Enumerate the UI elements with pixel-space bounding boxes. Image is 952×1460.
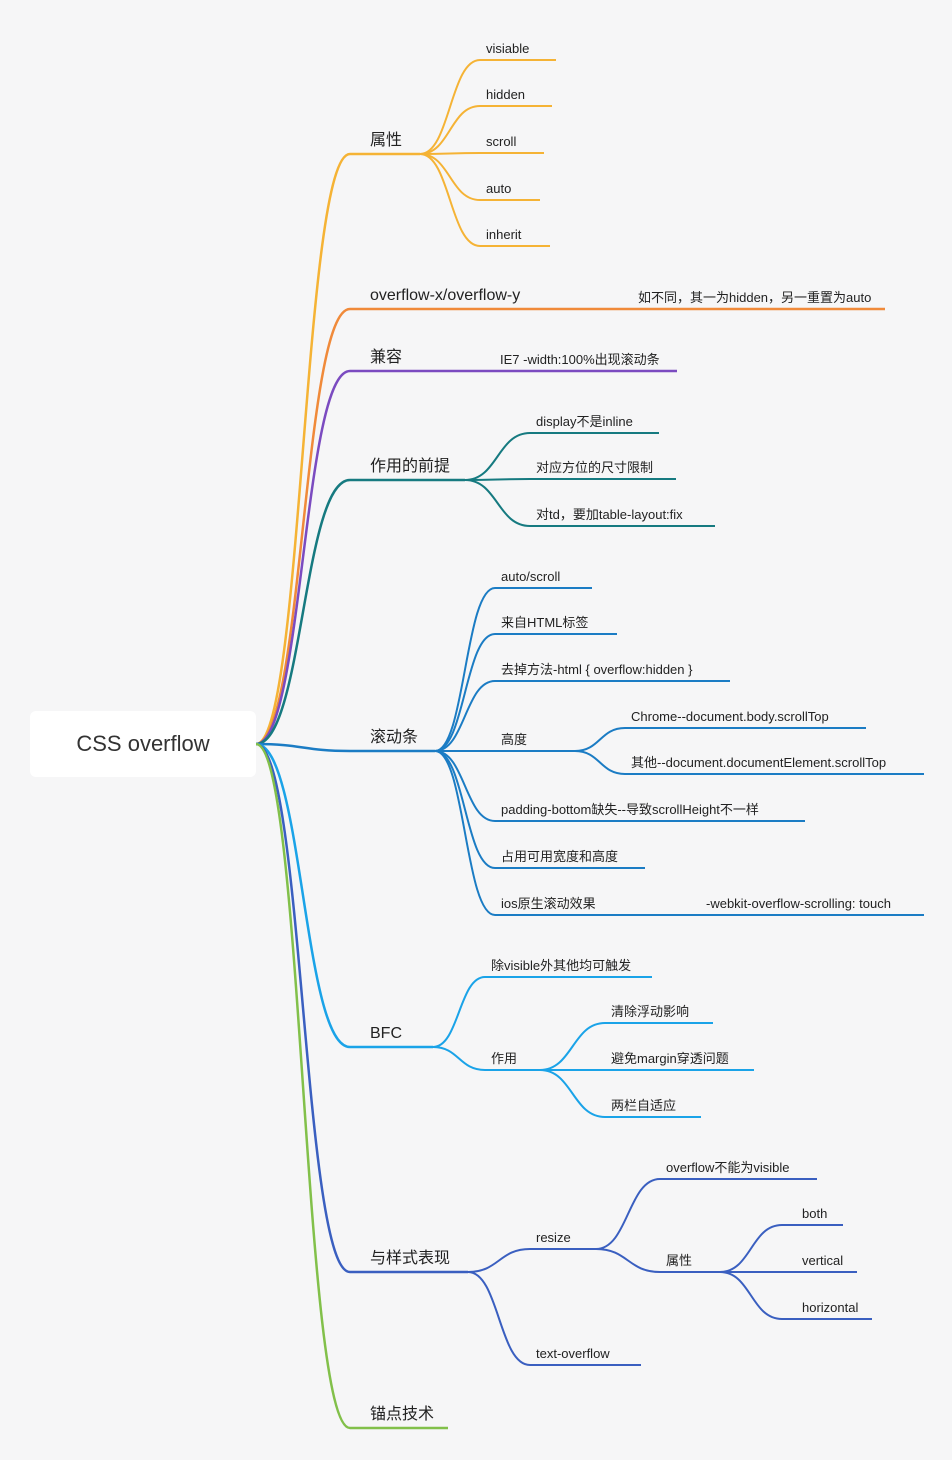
sub3-connector-b6-2 [539,1022,606,1071]
root-node[interactable]: CSS overflow [30,711,256,777]
sub4-label-b7-4[interactable]: vertical [802,1253,844,1268]
sub-label-b5-2[interactable]: 去掉方法-html { overflow:hidden } [501,662,693,677]
branch-label-b2[interactable]: overflow-x/overflow-y [370,287,521,304]
branch-label-b5[interactable]: 滚动条 [370,729,419,746]
sub-label-b6-0[interactable]: 除visible外其他均可触发 [491,958,632,973]
sub-label-b5-6[interactable]: padding-bottom缺失--导致scrollHeight不一样 [501,802,759,817]
sub4-connector-b7-5 [719,1271,783,1320]
sub-label-b1-0[interactable]: visiable [486,41,530,56]
sub-label-b1-1[interactable]: hidden [486,87,526,102]
sub-connector-b7-0 [467,1248,531,1273]
sub-label-b5-7[interactable]: 占用可用宽度和高度 [501,849,619,864]
sub-connector-b4-2 [464,479,531,527]
sub-label-b4-1[interactable]: 对应方位的尺寸限制 [536,460,654,475]
sub-connector-b4-0 [464,432,531,481]
sub-label-b4-2[interactable]: 对td，要加table-layout:fix [536,507,683,522]
branch-connector-b4 [255,478,351,746]
sub4-label-b7-3[interactable]: both [802,1206,828,1221]
sub4-connector-b7-3 [719,1224,783,1273]
sub3-connector-b7-1 [595,1178,661,1250]
branch-label-b7[interactable]: 与样式表现 [370,1250,451,1267]
branch-connector-b7 [255,742,351,1274]
sub-connector-b5-1 [434,633,496,752]
branch-label-b1[interactable]: 属性 [370,132,403,149]
sub-label-b5-3[interactable]: 高度 [501,732,528,747]
note-label-b5-webkit[interactable]: -webkit-overflow-scrolling: touch [706,896,891,911]
sub3-connector-b5-5 [574,750,626,775]
sub-connector-b1-4 [419,153,481,247]
sub-label-b5-1[interactable]: 来自HTML标签 [501,615,589,630]
sub-label-b7-6[interactable]: text-overflow [536,1346,610,1361]
sub-connector-b5-0 [434,587,496,752]
branch-connector-b6 [255,742,351,1049]
branch-connector-b3 [255,369,351,746]
sub-connector-b6-0 [432,976,486,1048]
sub-connector-b1-3 [419,153,481,201]
sub3-label-b5-5[interactable]: 其他--document.documentElement.scrollTop [631,755,887,770]
sub-connector-b6-1 [432,1046,486,1071]
sub4-label-b7-5[interactable]: horizontal [802,1300,859,1315]
branch-label-b6[interactable]: BFC [370,1025,402,1042]
branch-connector-b5 [255,742,351,753]
sub-label-b6-1[interactable]: 作用 [491,1051,518,1066]
sub3-label-b7-2[interactable]: 属性 [666,1253,693,1268]
sub3-label-b6-2[interactable]: 清除浮动影响 [611,1004,690,1019]
branch-label-b3[interactable]: 兼容 [370,349,403,366]
sub-label-b1-4[interactable]: inherit [486,227,522,242]
sub3-label-b5-4[interactable]: Chrome--document.body.scrollTop [631,709,829,724]
sub3-connector-b6-4 [539,1069,606,1118]
root-label: CSS overflow [76,731,210,756]
sub-label-b1-3[interactable]: auto [486,181,512,196]
branch-label-b4[interactable]: 作用的前提 [370,458,451,475]
branch-label-b8[interactable]: 锚点技术 [370,1406,435,1423]
sub-label-b7-0[interactable]: resize [536,1230,571,1245]
sub-connector-b1-2 [419,152,481,155]
branch-connector-b8 [255,742,351,1430]
sub-connector-b5-8 [434,750,496,916]
sub-label-b5-0[interactable]: auto/scroll [501,569,561,584]
branch-connector-b2 [255,307,351,746]
sub3-connector-b7-2 [595,1248,661,1273]
sub3-label-b6-4[interactable]: 两栏自适应 [611,1098,677,1113]
sub-connector-b5-2 [434,680,496,752]
sub-label-b1-2[interactable]: scroll [486,134,517,149]
branch-connector-b1 [255,152,351,746]
sub3-connector-b5-4 [574,727,626,752]
note-label-b3[interactable]: IE7 -width:100%出现滚动条 [500,352,660,367]
sub-connector-b4-1 [464,478,531,481]
note-label-b2[interactable]: 如不同，其一为hidden，另一重置为auto [638,290,872,305]
sub-connector-b5-7 [434,750,496,869]
sub-connector-b7-6 [467,1271,531,1366]
sub-connector-b1-1 [419,105,481,155]
sub-label-b4-0[interactable]: display不是inline [536,414,633,429]
sub3-label-b6-3[interactable]: 避免margin穿透问题 [611,1051,729,1066]
sub-connector-b1-0 [419,59,481,155]
sub-label-b5-8[interactable]: ios原生滚动效果 [501,896,596,911]
sub3-label-b7-1[interactable]: overflow不能为visible [666,1160,790,1175]
